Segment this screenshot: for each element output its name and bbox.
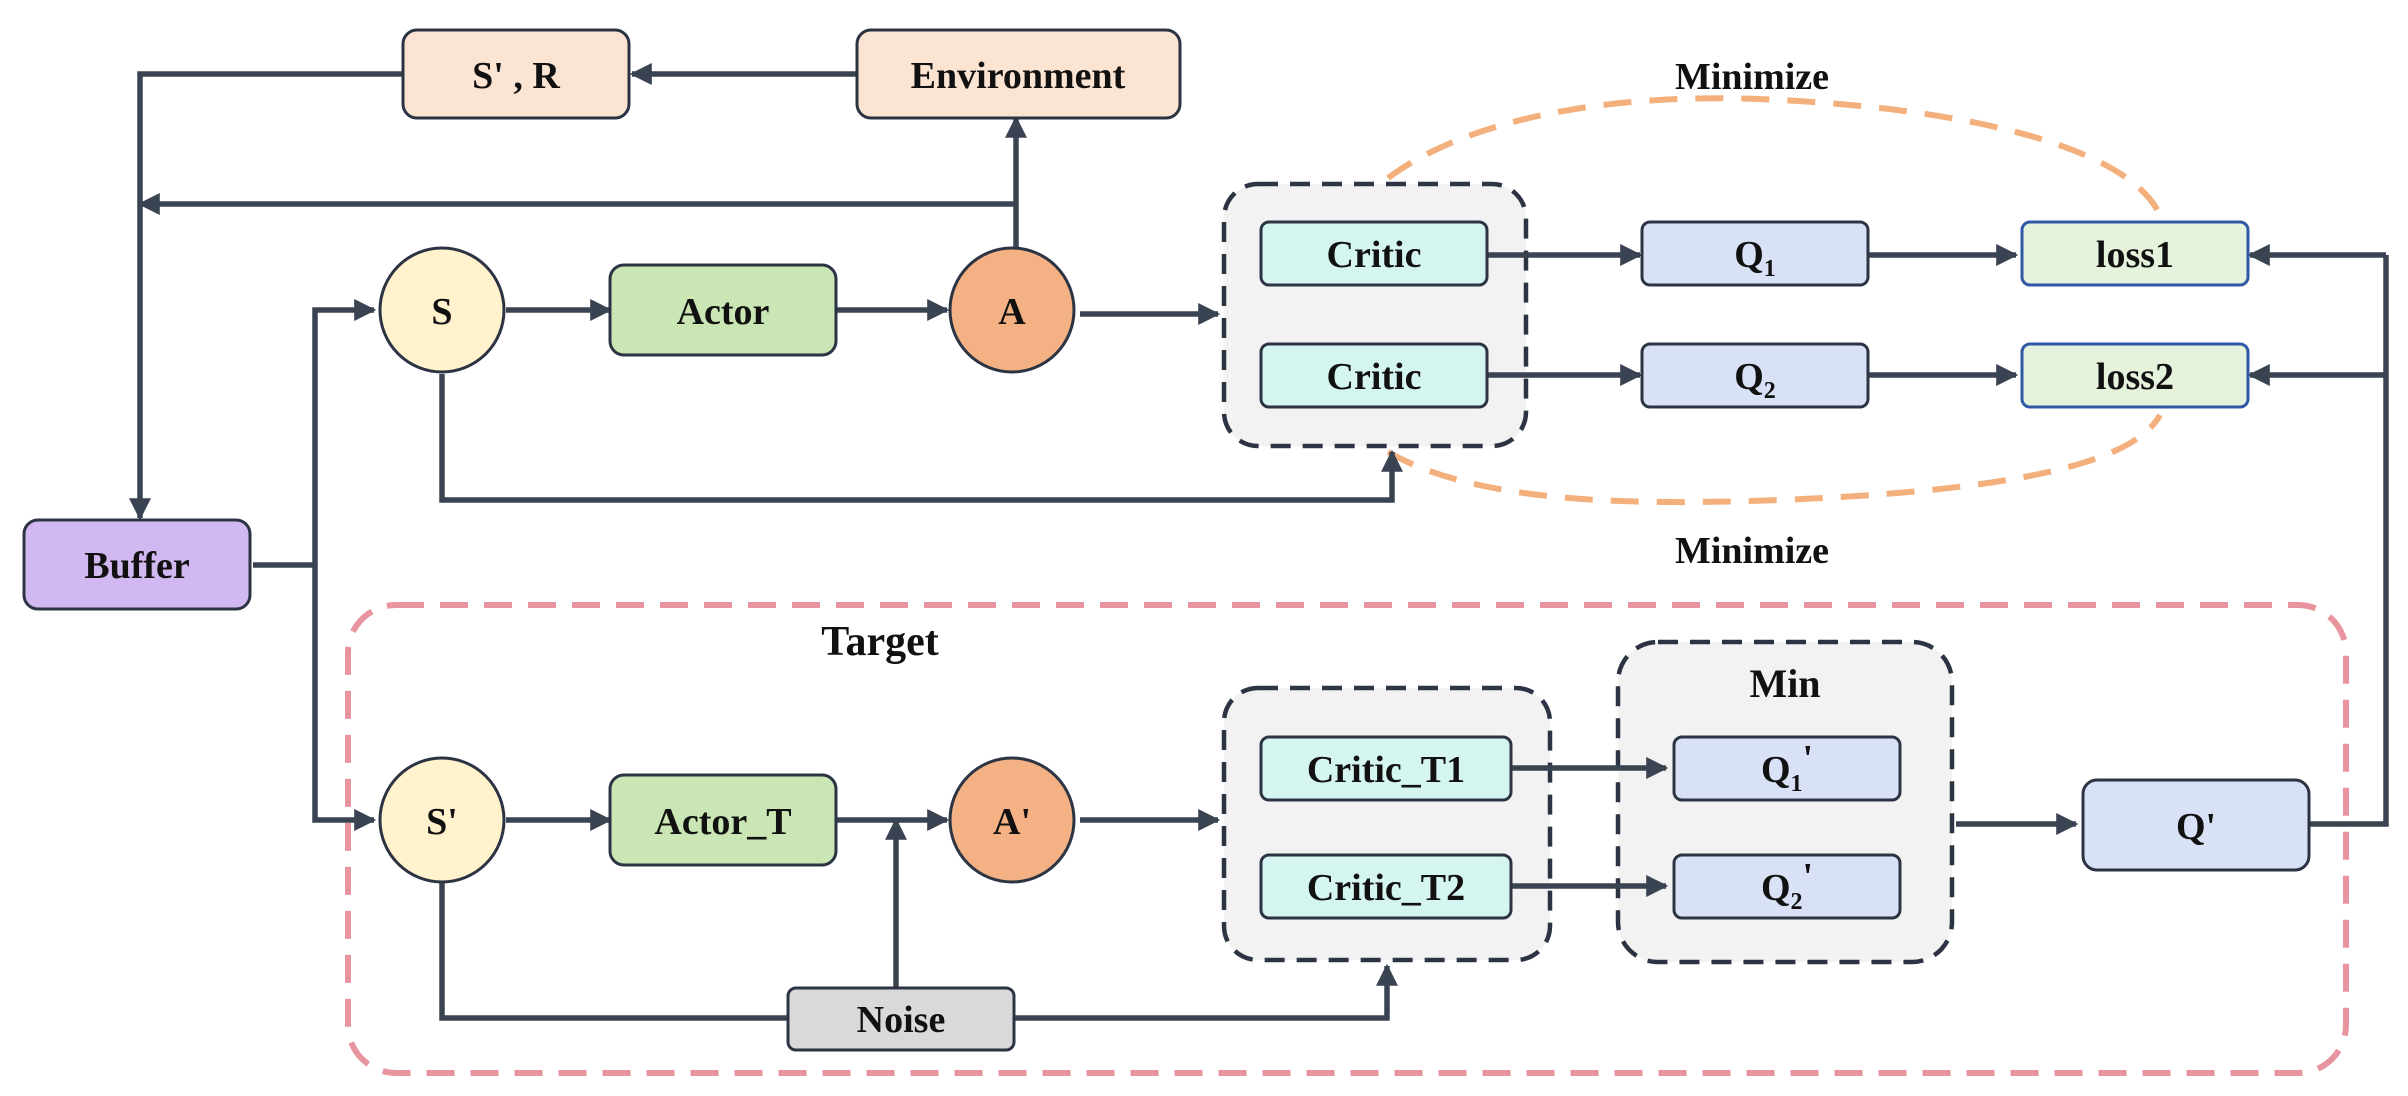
sr-node: S' , R: [401, 28, 631, 120]
edge-buffer-to-s-prime: [312, 565, 377, 831]
minimize-label-bottom: Minimize: [1675, 530, 1829, 572]
critic-t2-label: Critic_T2: [1307, 867, 1465, 909]
edge-s-to-critic-group: [439, 374, 1403, 503]
svg-text:Q1': Q1': [1761, 738, 1813, 797]
state-label: S: [431, 291, 452, 333]
svg-text:Q1: Q1: [1734, 234, 1776, 282]
q2-prime-subscript: 2: [1791, 889, 1803, 915]
loss1-node: loss1: [2020, 220, 2250, 287]
actor-target-label: Actor_T: [654, 801, 791, 843]
q1-prime-label: Q: [1761, 749, 1791, 791]
q1-prime-mark: ': [1803, 738, 1814, 780]
q2-label: Q: [1734, 356, 1764, 398]
svg-text:Q2': Q2': [1761, 856, 1813, 915]
actor-target-node: Actor_T: [608, 773, 838, 867]
critic-t2-node: Critic_T2: [1259, 853, 1513, 920]
q1-label: Q: [1734, 234, 1764, 276]
target-label: Target: [821, 619, 938, 665]
minimize-arc-bottom: [1386, 413, 2163, 506]
q-prime-label: Q': [2176, 806, 2216, 848]
min-label: Min: [1749, 661, 1820, 706]
edge-sr-to-buffer: [129, 71, 403, 521]
buffer-label: Buffer: [84, 545, 190, 587]
critic-t1-label: Critic_T1: [1307, 749, 1465, 791]
q1-prime-subscript: 1: [1791, 771, 1803, 797]
q2-prime-mark: ': [1803, 856, 1814, 898]
action-label: A: [998, 291, 1026, 333]
actor-label: Actor: [677, 291, 770, 333]
loss2-node: loss2: [2020, 342, 2250, 409]
q1-node: Q1: [1640, 220, 1870, 287]
q2-prime-label: Q: [1761, 867, 1791, 909]
environment-node: Environment: [855, 28, 1182, 120]
state-prime-label: S': [426, 801, 458, 843]
minimize-label-top: Minimize: [1675, 56, 1829, 98]
noise-node: Noise: [786, 986, 1016, 1052]
edge-q-prime-to-losses: [2310, 255, 2389, 827]
noise-label: Noise: [857, 999, 946, 1041]
critic-2-node: Critic: [1259, 342, 1489, 409]
q2-subscript: 2: [1764, 378, 1776, 404]
minimize-arc-top: [1386, 95, 2163, 217]
target-region: [345, 602, 2349, 1076]
buffer-node: Buffer: [22, 518, 252, 611]
action-prime-node: A': [948, 756, 1076, 884]
q2-node: Q2: [1640, 342, 1870, 409]
environment-label: Environment: [911, 55, 1126, 97]
edges: [129, 63, 2389, 1021]
critic-1-node: Critic: [1259, 220, 1489, 287]
q1-subscript: 1: [1764, 256, 1776, 282]
actor-node: Actor: [608, 263, 838, 357]
q2-prime-node: Q2': [1672, 853, 1902, 920]
loss1-label: loss1: [2096, 234, 2174, 276]
critic-1-label: Critic: [1327, 234, 1422, 276]
sr-label: S' , R: [472, 55, 560, 97]
critic-t1-node: Critic_T1: [1259, 735, 1513, 802]
critic-2-label: Critic: [1327, 356, 1422, 398]
action-node: A: [948, 246, 1076, 374]
action-prime-label: A': [993, 801, 1031, 843]
edge-s-prime-to-noise: [439, 882, 788, 1021]
edge-buffer-to-s: [312, 299, 377, 565]
q-prime-node: Q': [2081, 778, 2311, 872]
q1-prime-node: Q1': [1672, 735, 1902, 802]
edge-noise-to-critic-target-group: [1012, 963, 1398, 1021]
state-prime-node: S': [378, 756, 506, 884]
state-node: S: [378, 246, 506, 374]
loss2-label: loss2: [2096, 356, 2174, 398]
svg-text:Q2: Q2: [1734, 356, 1776, 404]
